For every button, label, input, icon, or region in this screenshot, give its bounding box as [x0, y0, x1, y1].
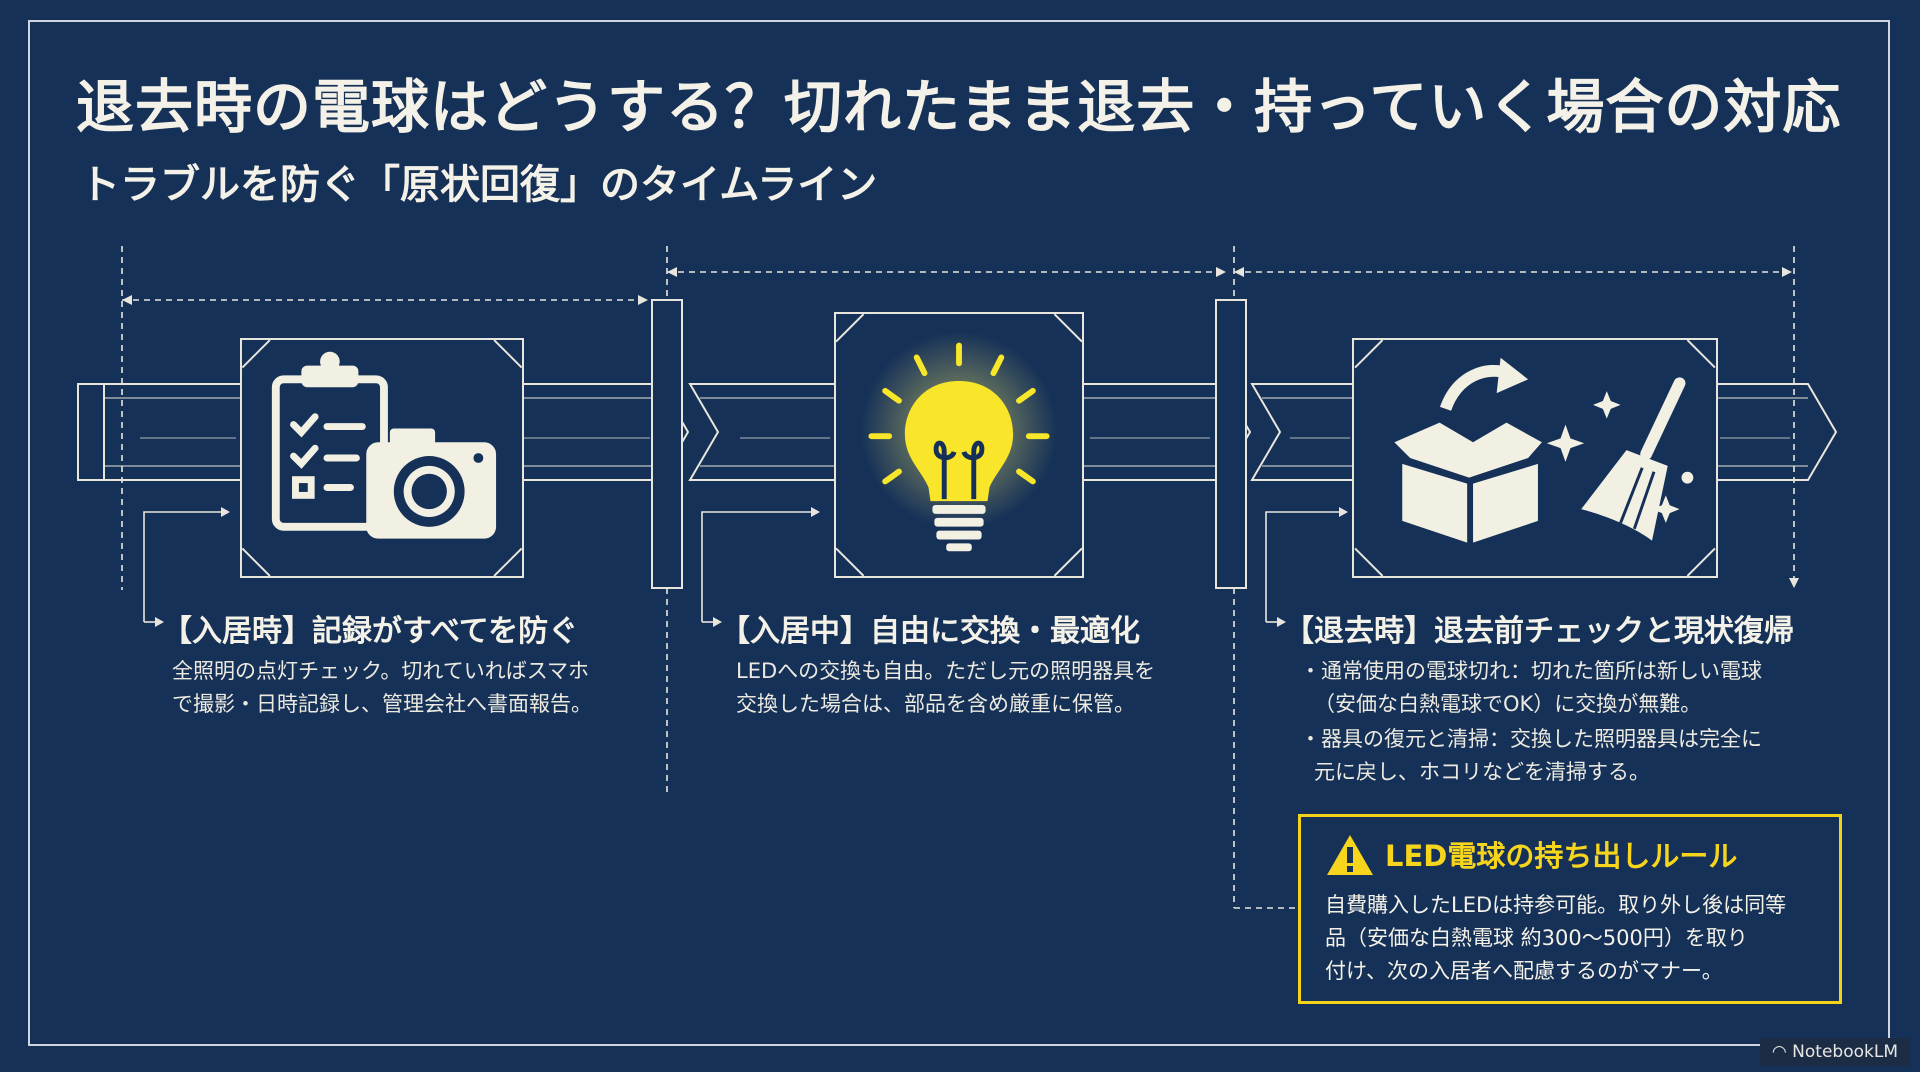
- step-3-bullet-line: 元に戻し、ホコリなどを清掃する。: [1314, 760, 1650, 784]
- step-2-body-line: LEDへの交換も自由。ただし元の照明器具を: [736, 659, 1156, 683]
- step-3-bullet-1: ・通常使用の電球切れ：切れた箇所は新しい電球 （安価な白熱電球でOK）に交換が無…: [1300, 655, 1762, 721]
- box-broom-icon: [1354, 340, 1716, 576]
- callout-body-line: 自費購入したLEDは持参可能。取り外し後は同等: [1325, 893, 1787, 917]
- step-2-body: LEDへの交換も自由。ただし元の照明器具を 交換した場合は、部品を含め厳重に保管…: [736, 655, 1155, 721]
- clipboard-camera-icon: [242, 340, 522, 576]
- led-rule-callout: LED電球の持ち出しルール 自費購入したLEDは持参可能。取り外し後は同等 品（…: [1298, 814, 1842, 1004]
- step-1-body-line: で撮影・日時記録し、管理会社へ書面報告。: [172, 692, 592, 716]
- lightbulb-icon-box: [834, 312, 1084, 578]
- step-3-bullet-line: （安価な白熱電球でOK）に交換が無難。: [1314, 692, 1702, 716]
- step-3-bullet-2: ・器具の復元と清掃：交換した照明器具は完全に 元に戻し、ホコリなどを清掃する。: [1300, 723, 1762, 789]
- box-broom-icon-box: [1352, 338, 1718, 578]
- callout-body-line: 付け、次の入居者へ配慮するのがマナー。: [1325, 959, 1723, 983]
- notebooklm-logo-icon: ◠: [1771, 1042, 1793, 1062]
- callout-title: LED電球の持ち出しルール: [1385, 839, 1738, 873]
- outer-frame: [28, 20, 1890, 1046]
- callout-body: 自費購入したLEDは持参可能。取り外し後は同等 品（安価な白熱電球 約300〜5…: [1325, 889, 1786, 988]
- step-2-title: 【入居中】自由に交換・最適化: [720, 614, 1140, 649]
- callout-body-line: 品（安価な白熱電球 約300〜500円）を取り: [1325, 926, 1748, 950]
- lightbulb-icon: [836, 314, 1082, 576]
- page-subtitle: トラブルを防ぐ「原状回復」のタイムライン: [80, 162, 878, 208]
- step-3-bullet-line: ・通常使用の電球切れ：切れた箇所は新しい電球: [1300, 659, 1762, 683]
- clipboard-camera-icon-box: [240, 338, 524, 578]
- page-title: 退去時の電球はどうする？切れたまま退去・持っていく場合の対応: [76, 73, 1842, 141]
- step-1-body-line: 全照明の点灯チェック。切れていればスマホ: [172, 659, 590, 683]
- step-2-body-line: 交換した場合は、部品を含め厳重に保管。: [736, 692, 1135, 716]
- step-1-body: 全照明の点灯チェック。切れていればスマホ で撮影・日時記録し、管理会社へ書面報告…: [172, 655, 592, 721]
- badge-label: NotebookLM: [1792, 1042, 1898, 1062]
- step-1-title: 【入居時】記録がすべてを防ぐ: [162, 614, 579, 649]
- step-3-bullet-line: ・器具の復元と清掃：交換した照明器具は完全に: [1300, 727, 1762, 751]
- warning-icon: [1327, 835, 1373, 875]
- step-3-title: 【退去時】退去前チェックと現状復帰: [1284, 614, 1794, 649]
- notebooklm-badge: ◠ NotebookLM: [1759, 1038, 1910, 1066]
